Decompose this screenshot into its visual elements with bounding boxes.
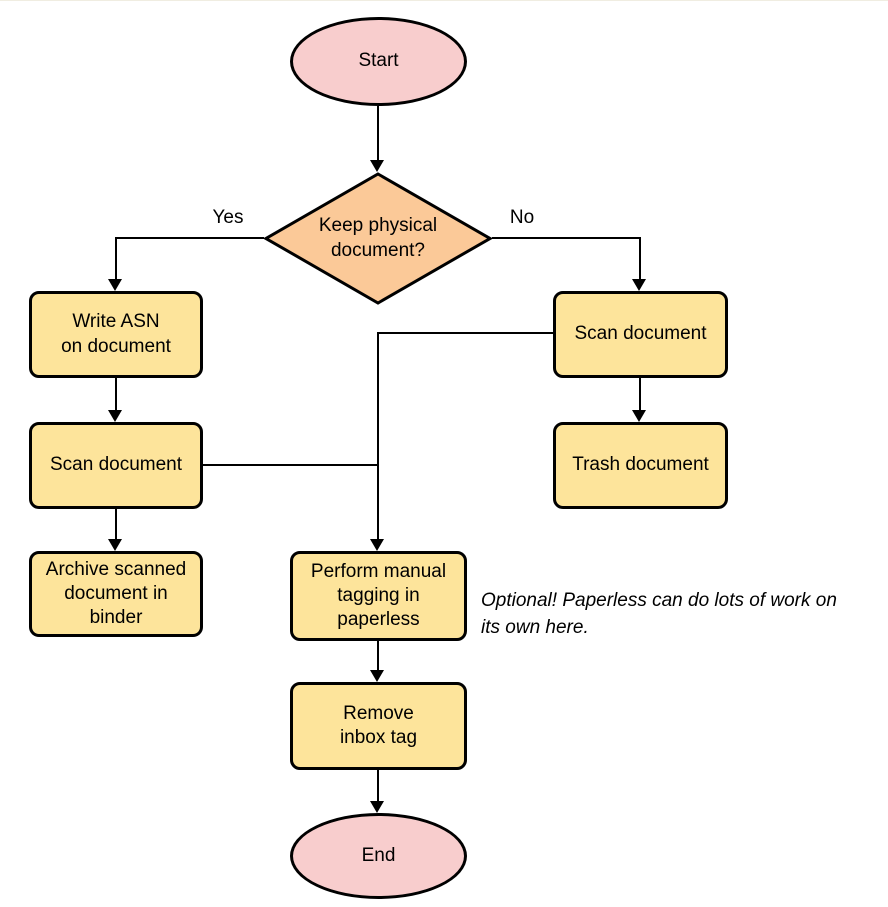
edge-decision-scanright-v bbox=[639, 237, 641, 279]
edge-start-decision bbox=[377, 106, 379, 161]
node-end: End bbox=[290, 813, 467, 899]
node-trash-document-label: Trash document bbox=[572, 454, 709, 476]
edge-decision-scanright-h bbox=[492, 237, 641, 239]
annotation-optional-note: Optional! Paperless can do lots of work … bbox=[481, 590, 837, 638]
node-manual-tagging: Perform manual tagging in paperless bbox=[290, 551, 467, 641]
node-write-asn-label: Write ASN on document bbox=[61, 311, 171, 357]
edge-tagging-remove bbox=[377, 641, 379, 670]
node-manual-tagging-label: Perform manual tagging in paperless bbox=[310, 560, 447, 631]
node-decision: Keep physical document? bbox=[264, 172, 492, 305]
edge-label-yes: Yes bbox=[212, 207, 244, 228]
node-scan-document-right: Scan document bbox=[553, 291, 728, 378]
arrowhead-write-asn bbox=[108, 279, 122, 291]
edge-scanleft-tagging-h bbox=[203, 464, 378, 466]
node-remove-inbox-tag-label: Remove inbox tag bbox=[339, 702, 418, 748]
edge-scanright-tagging-h bbox=[378, 332, 553, 334]
node-remove-inbox-tag: Remove inbox tag bbox=[290, 682, 467, 770]
node-end-label: End bbox=[361, 844, 396, 866]
node-scan-document-left: Scan document bbox=[29, 422, 203, 509]
arrowhead-end bbox=[370, 801, 384, 813]
node-archive-binder-label: Archive scanned document in binder bbox=[45, 558, 187, 629]
arrowhead-tagging bbox=[370, 539, 384, 551]
arrowhead-decision bbox=[370, 160, 384, 172]
node-decision-label: Keep physical document? bbox=[318, 215, 438, 261]
edge-remove-end bbox=[377, 770, 379, 801]
edge-scanleft-archive bbox=[115, 509, 117, 539]
arrowhead-trash bbox=[632, 410, 646, 422]
node-trash-document: Trash document bbox=[553, 422, 728, 509]
node-archive-binder: Archive scanned document in binder bbox=[29, 551, 203, 637]
edge-label-no: No bbox=[509, 207, 535, 228]
edge-decision-writeasn-v bbox=[115, 237, 117, 279]
arrowhead-scan-left bbox=[108, 410, 122, 422]
node-start-label: Start bbox=[358, 50, 399, 72]
arrowhead-remove-inbox bbox=[370, 670, 384, 682]
bottom-divider bbox=[0, 0, 888, 1]
node-scan-document-right-label: Scan document bbox=[574, 323, 707, 345]
node-write-asn: Write ASN on document bbox=[29, 291, 203, 378]
arrowhead-archive bbox=[108, 539, 122, 551]
arrowhead-scan-right bbox=[632, 279, 646, 291]
edge-writeasn-scanleft bbox=[115, 378, 117, 410]
edge-scanright-tagging-v bbox=[377, 332, 379, 539]
edge-scanright-trash bbox=[639, 378, 641, 410]
edge-decision-writeasn-h bbox=[115, 237, 264, 239]
node-scan-document-left-label: Scan document bbox=[49, 454, 183, 476]
node-start: Start bbox=[290, 17, 467, 106]
node-decision-shape bbox=[264, 172, 492, 305]
